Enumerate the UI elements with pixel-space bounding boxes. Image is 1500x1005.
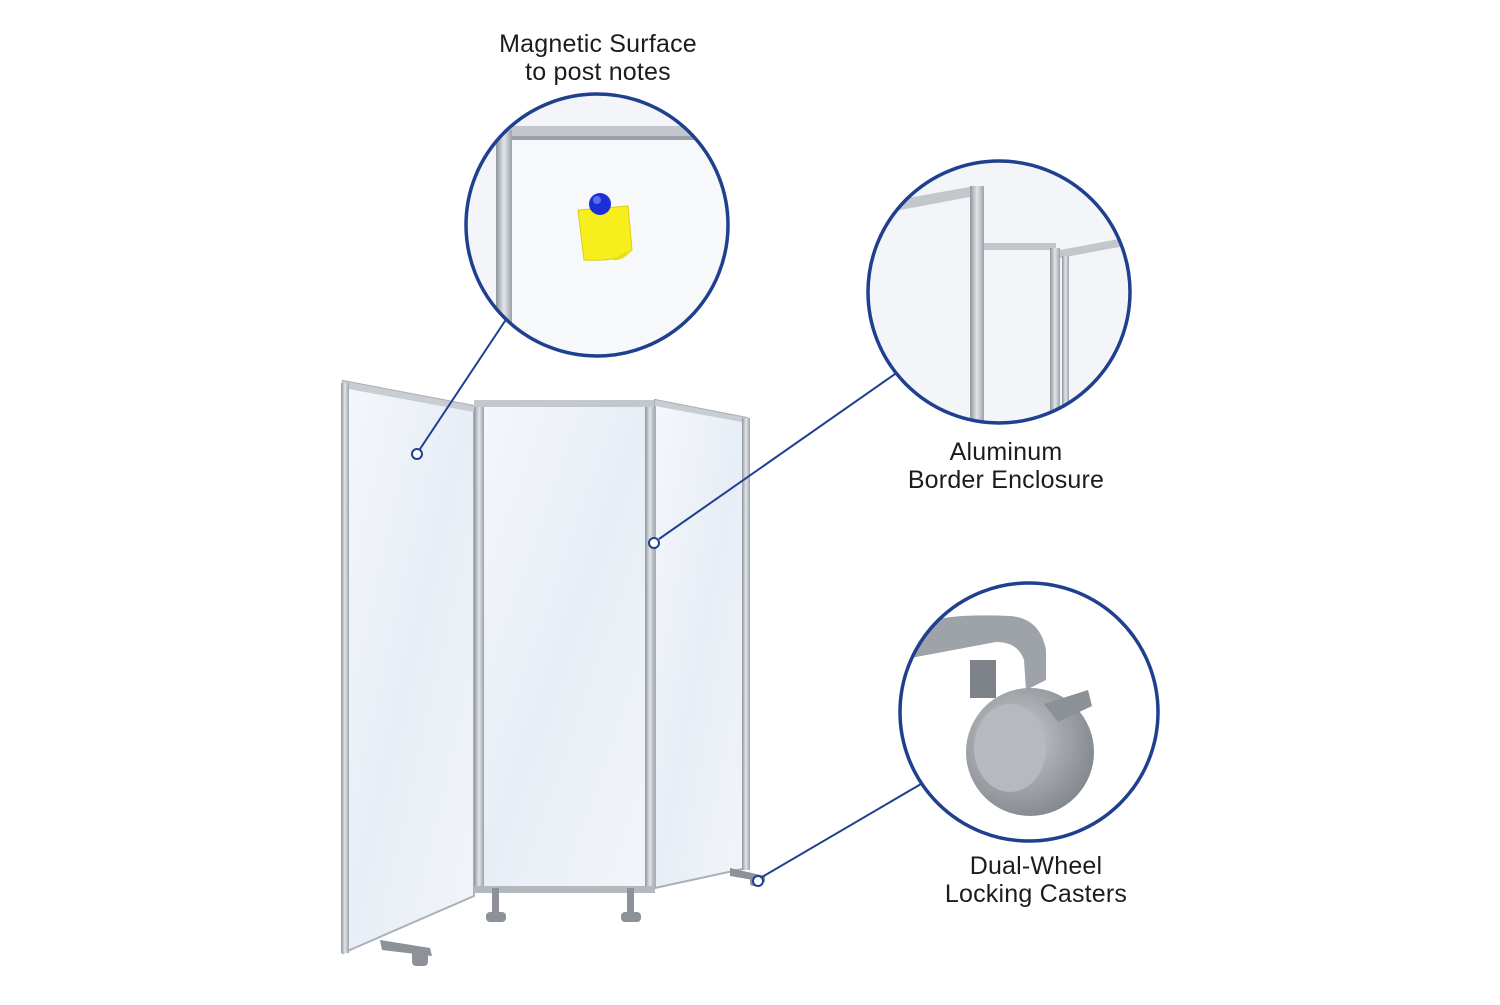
casters-label-line2: Locking Casters [944,880,1128,908]
magnet-icon [589,193,611,215]
aluminum-border-label-line2: Border Enclosure [907,466,1105,494]
casters-label: Dual-Wheel Locking Casters [886,852,1186,908]
magnetic-surface-callout [464,92,730,358]
room-divider-whiteboard [341,379,765,966]
aluminum-border-label-line1: Aluminum [949,438,1063,466]
aluminum-border-label: Aluminum Border Enclosure [856,438,1156,494]
magnetic-surface-label-line2: to post notes [525,58,671,86]
aluminum-border-callout [866,159,1132,425]
sticky-note-icon [577,205,633,261]
locking-casters-callout [898,581,1160,843]
callout-anchor-dots [411,448,764,887]
callout-leader-lines [419,314,922,878]
casters-label-line1: Dual-Wheel [969,852,1103,880]
magnetic-surface-label: Magnetic Surface to post notes [448,30,748,86]
magnetic-surface-label-line1: Magnetic Surface [499,30,697,58]
